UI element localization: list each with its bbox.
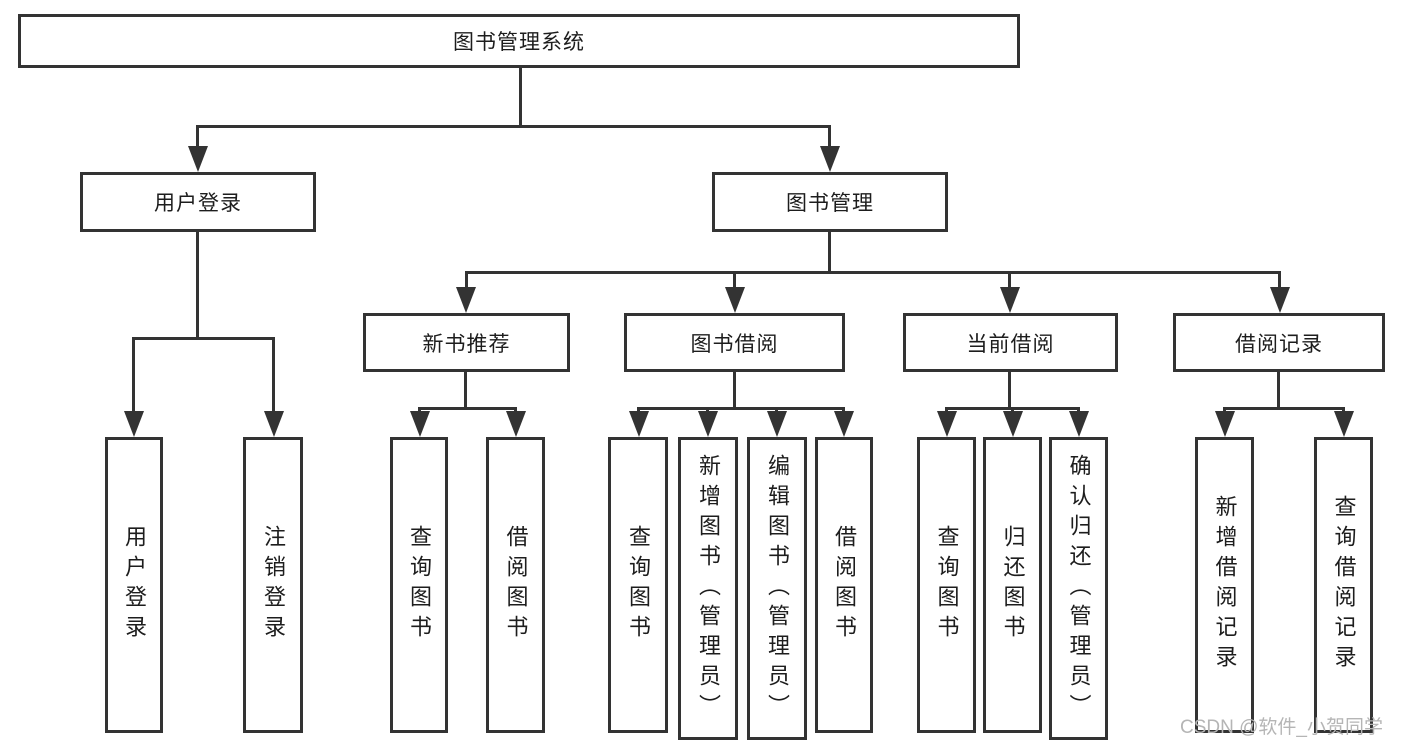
connector-line bbox=[1278, 271, 1281, 293]
node-book-borrow: 图书借阅 bbox=[624, 313, 845, 372]
connector-line bbox=[196, 125, 199, 153]
node-borrow-records-label: 借阅记录 bbox=[1235, 332, 1323, 356]
watermark: CSDN @软件_小贺同学 bbox=[1180, 717, 1383, 738]
arrowhead-down-icon bbox=[1215, 411, 1235, 437]
node-book-management-label: 图书管理 bbox=[786, 192, 874, 215]
connector-line bbox=[828, 125, 831, 153]
leaf-borrow-books: 借阅图书 bbox=[815, 437, 873, 733]
arrowhead-down-icon bbox=[264, 411, 284, 437]
leaf-user-login: 用户登录 bbox=[105, 437, 163, 733]
node-user-login-label: 用户登录 bbox=[154, 192, 242, 215]
connector-line bbox=[132, 337, 135, 415]
connector-line bbox=[418, 407, 517, 410]
connector-line bbox=[1008, 271, 1011, 293]
leaf-borrow-books-recommend: 借阅图书 bbox=[486, 437, 545, 733]
arrowhead-down-icon bbox=[1000, 287, 1020, 313]
arrowhead-down-icon bbox=[124, 411, 144, 437]
node-user-login: 用户登录 bbox=[80, 172, 316, 232]
leaf-confirm-return-admin: 确认归还（管理员） bbox=[1049, 437, 1108, 740]
node-new-book-recommend: 新书推荐 bbox=[363, 313, 570, 372]
connector-line bbox=[828, 231, 831, 271]
arrowhead-down-icon bbox=[1334, 411, 1354, 437]
leaf-add-borrow-record: 新增借阅记录 bbox=[1195, 437, 1254, 733]
connector-line bbox=[464, 371, 467, 407]
node-root: 图书管理系统 bbox=[18, 14, 1020, 68]
arrowhead-down-icon bbox=[725, 287, 745, 313]
arrowhead-down-icon bbox=[698, 411, 718, 437]
arrowhead-down-icon bbox=[1003, 411, 1023, 437]
leaf-logout: 注销登录 bbox=[243, 437, 303, 733]
leaf-query-borrow-record: 查询借阅记录 bbox=[1314, 437, 1373, 733]
leaf-query-books-recommend: 查询图书 bbox=[390, 437, 448, 733]
leaf-add-books-admin: 新增图书（管理员） bbox=[678, 437, 738, 740]
connector-line bbox=[272, 337, 275, 415]
leaf-query-books-current: 查询图书 bbox=[917, 437, 976, 733]
node-borrow-records: 借阅记录 bbox=[1173, 313, 1385, 372]
arrowhead-down-icon bbox=[1069, 411, 1089, 437]
arrowhead-down-icon bbox=[820, 146, 840, 172]
node-book-borrow-label: 图书借阅 bbox=[690, 332, 779, 356]
arrowhead-down-icon bbox=[937, 411, 957, 437]
node-current-borrow: 当前借阅 bbox=[903, 313, 1118, 372]
connector-line bbox=[1277, 371, 1280, 407]
arrowhead-down-icon bbox=[629, 411, 649, 437]
node-root-label: 图书管理系统 bbox=[453, 31, 585, 54]
arrowhead-down-icon bbox=[506, 411, 526, 437]
arrowhead-down-icon bbox=[1270, 287, 1290, 313]
arrowhead-down-icon bbox=[456, 287, 476, 313]
connector-line bbox=[519, 66, 522, 125]
connector-line bbox=[196, 231, 199, 337]
connector-line bbox=[197, 125, 831, 128]
node-new-book-recommend-label: 新书推荐 bbox=[422, 332, 511, 356]
leaf-edit-books-admin: 编辑图书（管理员） bbox=[747, 437, 807, 740]
connector-line bbox=[637, 407, 845, 410]
connector-line bbox=[733, 271, 736, 293]
connector-line bbox=[733, 371, 736, 407]
connector-line bbox=[1008, 371, 1011, 407]
leaf-query-books-borrow: 查询图书 bbox=[608, 437, 668, 733]
connector-line bbox=[132, 337, 275, 340]
arrowhead-down-icon bbox=[767, 411, 787, 437]
connector-line bbox=[465, 271, 468, 293]
connector-line bbox=[1223, 407, 1344, 410]
arrowhead-down-icon bbox=[410, 411, 430, 437]
node-book-management: 图书管理 bbox=[712, 172, 948, 232]
leaf-return-books: 归还图书 bbox=[983, 437, 1042, 733]
node-current-borrow-label: 当前借阅 bbox=[966, 332, 1055, 356]
arrowhead-down-icon bbox=[188, 146, 208, 172]
arrowhead-down-icon bbox=[834, 411, 854, 437]
connector-line bbox=[465, 271, 1281, 274]
